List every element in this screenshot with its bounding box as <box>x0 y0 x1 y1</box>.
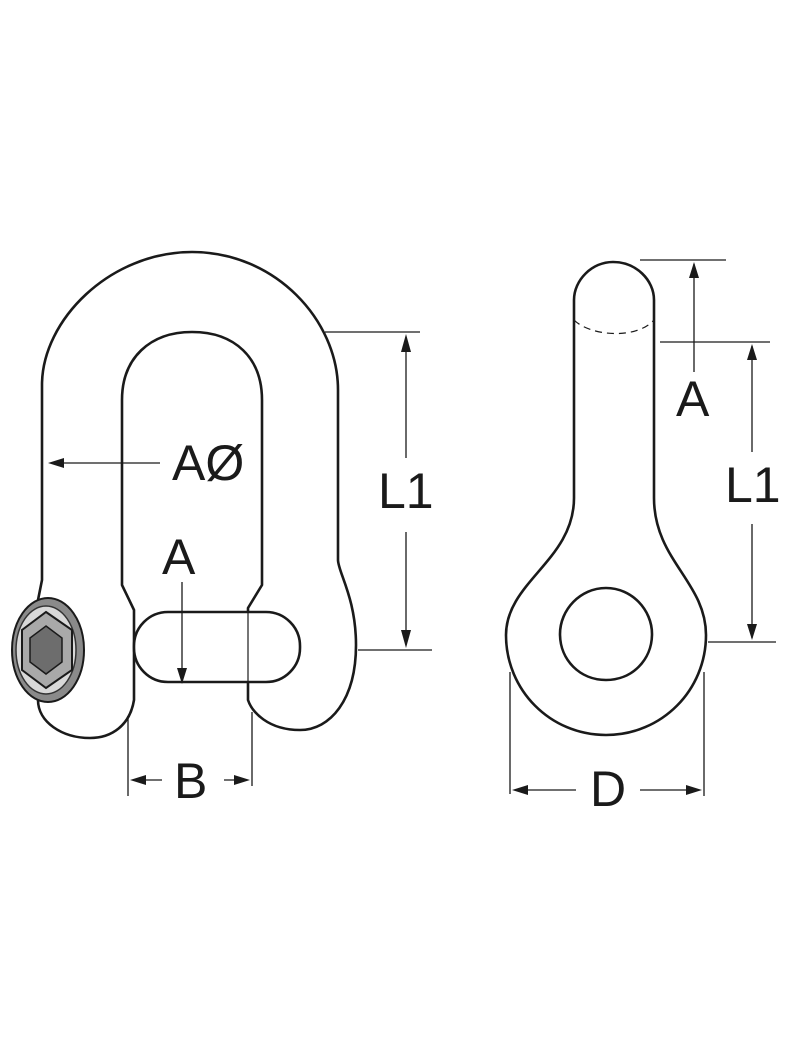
pin-diameter-arrow <box>48 458 64 468</box>
pin-length-arrow <box>177 668 187 684</box>
side-l1-arrow-top <box>747 344 757 360</box>
label-pin-diameter: AØ <box>172 435 244 491</box>
b-arrow-right <box>234 775 250 785</box>
label-inner-width: B <box>174 753 207 809</box>
label-side-l1: L1 <box>725 457 781 513</box>
label-eye-width: D <box>590 761 626 817</box>
front-view: AØ A L1 B <box>11 250 434 809</box>
side-hidden-line <box>573 319 655 335</box>
b-arrow-left <box>130 775 146 785</box>
side-profile <box>504 260 708 737</box>
d-arrow-right <box>686 785 702 795</box>
l1-arrow-top <box>401 334 411 352</box>
label-pin-length: A <box>162 529 196 585</box>
d-arrow-left <box>512 785 528 795</box>
side-l1-arrow-bottom <box>747 624 757 640</box>
hex-socket-pin-head <box>11 597 85 703</box>
l1-arrow-bottom <box>401 630 411 648</box>
shackle-pin <box>132 610 302 684</box>
label-front-l1: L1 <box>378 463 434 519</box>
label-side-thickness: A <box>676 371 710 427</box>
side-view: A L1 D <box>504 259 781 817</box>
side-a-arrow <box>689 262 699 278</box>
